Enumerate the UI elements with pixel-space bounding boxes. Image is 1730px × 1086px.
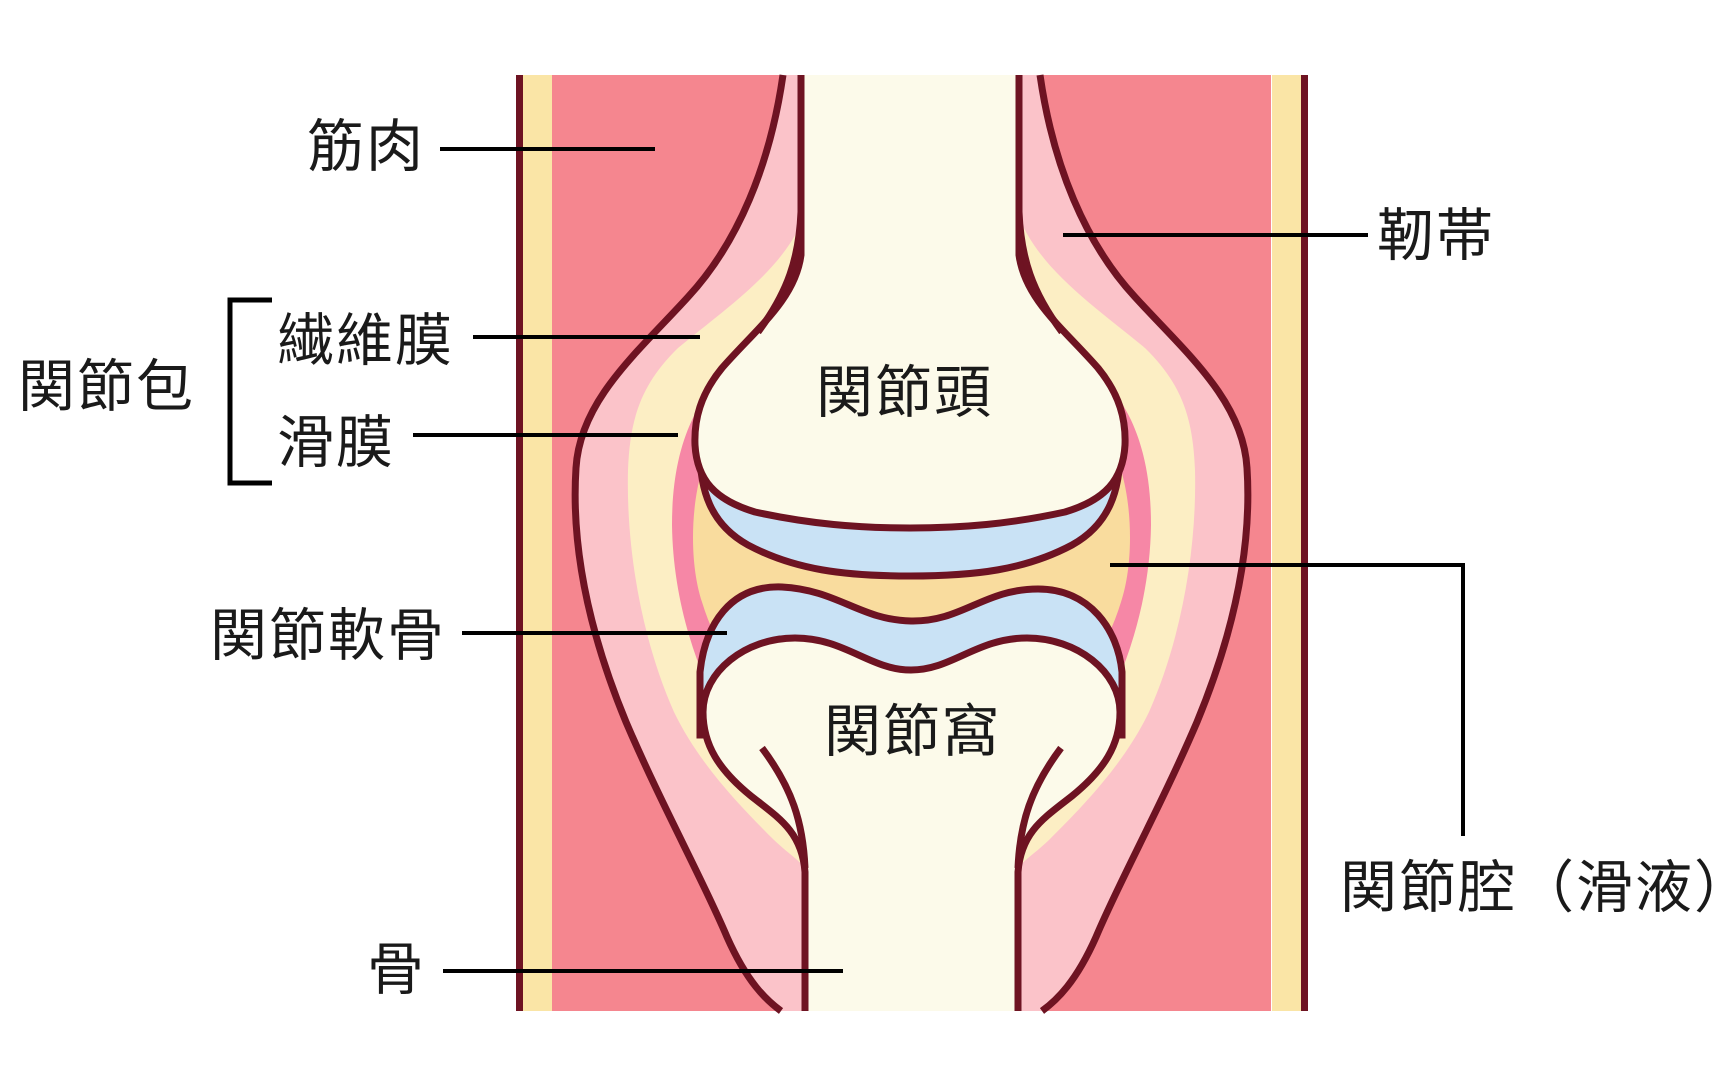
- muscle-region-right: [1040, 75, 1271, 1011]
- outer-outline-right: [1301, 75, 1308, 1011]
- muscle-boundary-right: [1036, 74, 1252, 1014]
- label-joint-head: 関節頭: [816, 361, 993, 425]
- bone-lower-outline: [699, 634, 1124, 1011]
- bone-upper-outline: [691, 75, 1129, 532]
- outer-strip-right: [1272, 75, 1301, 1011]
- label-joint-capsule: 関節包: [18, 355, 195, 419]
- leader-joint-cavity: [1110, 563, 1465, 836]
- capsule-attachment-arc-upper-left: [755, 211, 805, 335]
- label-joint-cavity: 関節腔（滑液）: [1340, 856, 1730, 920]
- label-synovial-membrane: 滑膜: [277, 411, 395, 475]
- muscle-region-left: [552, 75, 783, 1011]
- capsule-attachment-arc-lower-right: [1014, 745, 1064, 869]
- capsule-attachment-arc-upper-right: [1015, 211, 1065, 335]
- bracket-joint-capsule: [227, 297, 272, 486]
- label-muscle: 筋肉: [307, 115, 425, 179]
- muscle-boundary-left: [571, 74, 787, 1014]
- label-joint-socket: 関節窩: [824, 700, 1001, 764]
- label-fibrous-membrane: 繊維膜: [277, 309, 454, 373]
- label-ligament: 靭帯: [1377, 204, 1495, 268]
- capsule-attachment-arc-lower-left: [759, 745, 809, 869]
- outer-strip-left: [523, 75, 552, 1011]
- outer-outline-left: [516, 75, 523, 1011]
- label-articular-cartilage: 関節軟骨: [210, 604, 446, 668]
- label-bone: 骨: [367, 938, 426, 1002]
